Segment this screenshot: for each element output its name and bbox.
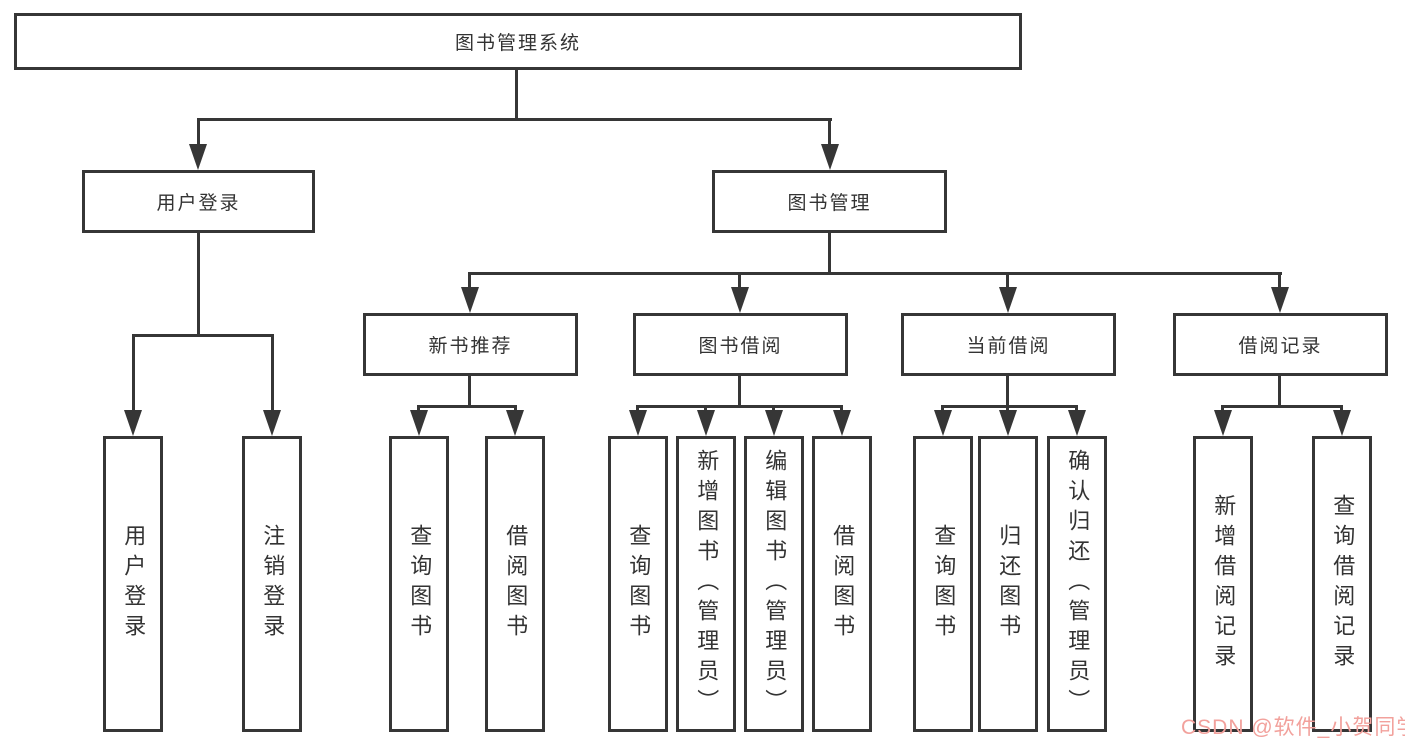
connector-group-hbar (1221, 405, 1343, 408)
leaf-label: 用户登录 (121, 524, 147, 644)
arrow-down-icon (697, 410, 715, 436)
connector-stem-book-mgmt (828, 118, 831, 146)
node-user-login: 用户登录 (82, 170, 315, 233)
connector-group-stem (468, 376, 471, 408)
node-label: 借阅记录 (1238, 336, 1323, 357)
connector-group-hbar (636, 405, 843, 408)
leaf-add-borrow-record: 新增借阅记录 (1193, 436, 1253, 732)
leaf-label: 新增借阅记录 (1211, 494, 1237, 674)
node-book-management: 图书管理 (712, 170, 947, 233)
leaf-query-books-current: 查询图书 (913, 436, 973, 732)
connector-stem (840, 405, 843, 413)
connector-stem (132, 334, 135, 412)
connector-userlogin-stem (197, 233, 200, 337)
leaf-label: 查询图书 (407, 524, 433, 644)
connector-group-stem (1278, 376, 1281, 408)
connector-stem (772, 405, 775, 413)
leaf-return-books: 归还图书 (978, 436, 1038, 732)
leaf-borrow-books-recommend: 借阅图书 (485, 436, 545, 732)
connector-group-hbar (417, 405, 517, 408)
connector-stem (1221, 405, 1224, 413)
node-current-borrowing: 当前借阅 (901, 313, 1116, 376)
leaf-label: 查询借阅记录 (1330, 494, 1356, 674)
arrow-down-icon (263, 410, 281, 436)
connector-root-hbar (197, 118, 832, 121)
arrow-down-icon (821, 144, 839, 170)
connector-stem (1278, 272, 1281, 289)
leaf-label: 确认归还（管理员） (1065, 449, 1091, 719)
connector-stem (417, 405, 420, 413)
arrow-down-icon (506, 410, 524, 436)
node-label: 当前借阅 (966, 336, 1051, 357)
connector-stem (1006, 272, 1009, 289)
connector-stem (704, 405, 707, 413)
connector-stem (1006, 405, 1009, 413)
leaf-label: 借阅图书 (830, 524, 856, 644)
node-label: 用户登录 (156, 193, 241, 214)
leaf-logout: 注销登录 (242, 436, 302, 732)
node-library-management-system: 图书管理系统 (14, 13, 1022, 70)
leaf-add-books-admin: 新增图书（管理员） (676, 436, 736, 732)
leaf-label: 新增图书（管理员） (694, 449, 720, 719)
arrow-down-icon (1271, 287, 1289, 313)
connector-group-stem (738, 376, 741, 408)
leaf-query-books-borrowing: 查询图书 (608, 436, 668, 732)
arrow-down-icon (124, 410, 142, 436)
leaf-query-borrow-record: 查询借阅记录 (1312, 436, 1372, 732)
node-label: 新书推荐 (428, 336, 513, 357)
leaf-edit-books-admin: 编辑图书（管理员） (744, 436, 804, 732)
leaf-query-books-recommend: 查询图书 (389, 436, 449, 732)
connector-stem (1075, 405, 1078, 413)
connector-stem (271, 334, 274, 412)
arrow-down-icon (833, 410, 851, 436)
connector-group-stem (1006, 376, 1009, 408)
connector-stem (468, 272, 471, 289)
arrow-down-icon (765, 410, 783, 436)
leaf-user-login: 用户登录 (103, 436, 163, 732)
node-label: 图书借阅 (698, 336, 783, 357)
arrow-down-icon (629, 410, 647, 436)
leaf-label: 注销登录 (260, 524, 286, 644)
connector-stem (738, 272, 741, 289)
node-book-borrowing: 图书借阅 (633, 313, 848, 376)
csdn-watermark: CSDN @软件_小贺同学 (1181, 716, 1405, 739)
arrow-down-icon (1333, 410, 1351, 436)
leaf-confirm-return-admin: 确认归还（管理员） (1047, 436, 1107, 732)
connector-root-stem (515, 70, 518, 119)
connector-bookmgmt-hbar (468, 272, 1282, 275)
connector-stem (636, 405, 639, 413)
connector-stem (1340, 405, 1343, 413)
connector-bookmgmt-stem (828, 233, 831, 275)
node-label: 图书管理系统 (454, 33, 581, 54)
arrow-down-icon (410, 410, 428, 436)
arrow-down-icon (999, 410, 1017, 436)
arrow-down-icon (934, 410, 952, 436)
leaf-label: 归还图书 (996, 524, 1022, 644)
arrow-down-icon (1214, 410, 1232, 436)
leaf-label: 编辑图书（管理员） (762, 449, 788, 719)
arrow-down-icon (731, 287, 749, 313)
node-borrowing-records: 借阅记录 (1173, 313, 1388, 376)
connector-stem-user-login (197, 118, 200, 146)
leaf-borrow-books: 借阅图书 (812, 436, 872, 732)
arrow-down-icon (1068, 410, 1086, 436)
connector-userlogin-hbar (132, 334, 274, 337)
connector-stem (514, 405, 517, 413)
connector-group-hbar (941, 405, 1078, 408)
arrow-down-icon (461, 287, 479, 313)
connector-stem (941, 405, 944, 413)
leaf-label: 查询图书 (626, 524, 652, 644)
arrow-down-icon (999, 287, 1017, 313)
leaf-label: 查询图书 (931, 524, 957, 644)
node-new-book-recommendation: 新书推荐 (363, 313, 578, 376)
arrow-down-icon (189, 144, 207, 170)
leaf-label: 借阅图书 (503, 524, 529, 644)
node-label: 图书管理 (787, 193, 872, 214)
